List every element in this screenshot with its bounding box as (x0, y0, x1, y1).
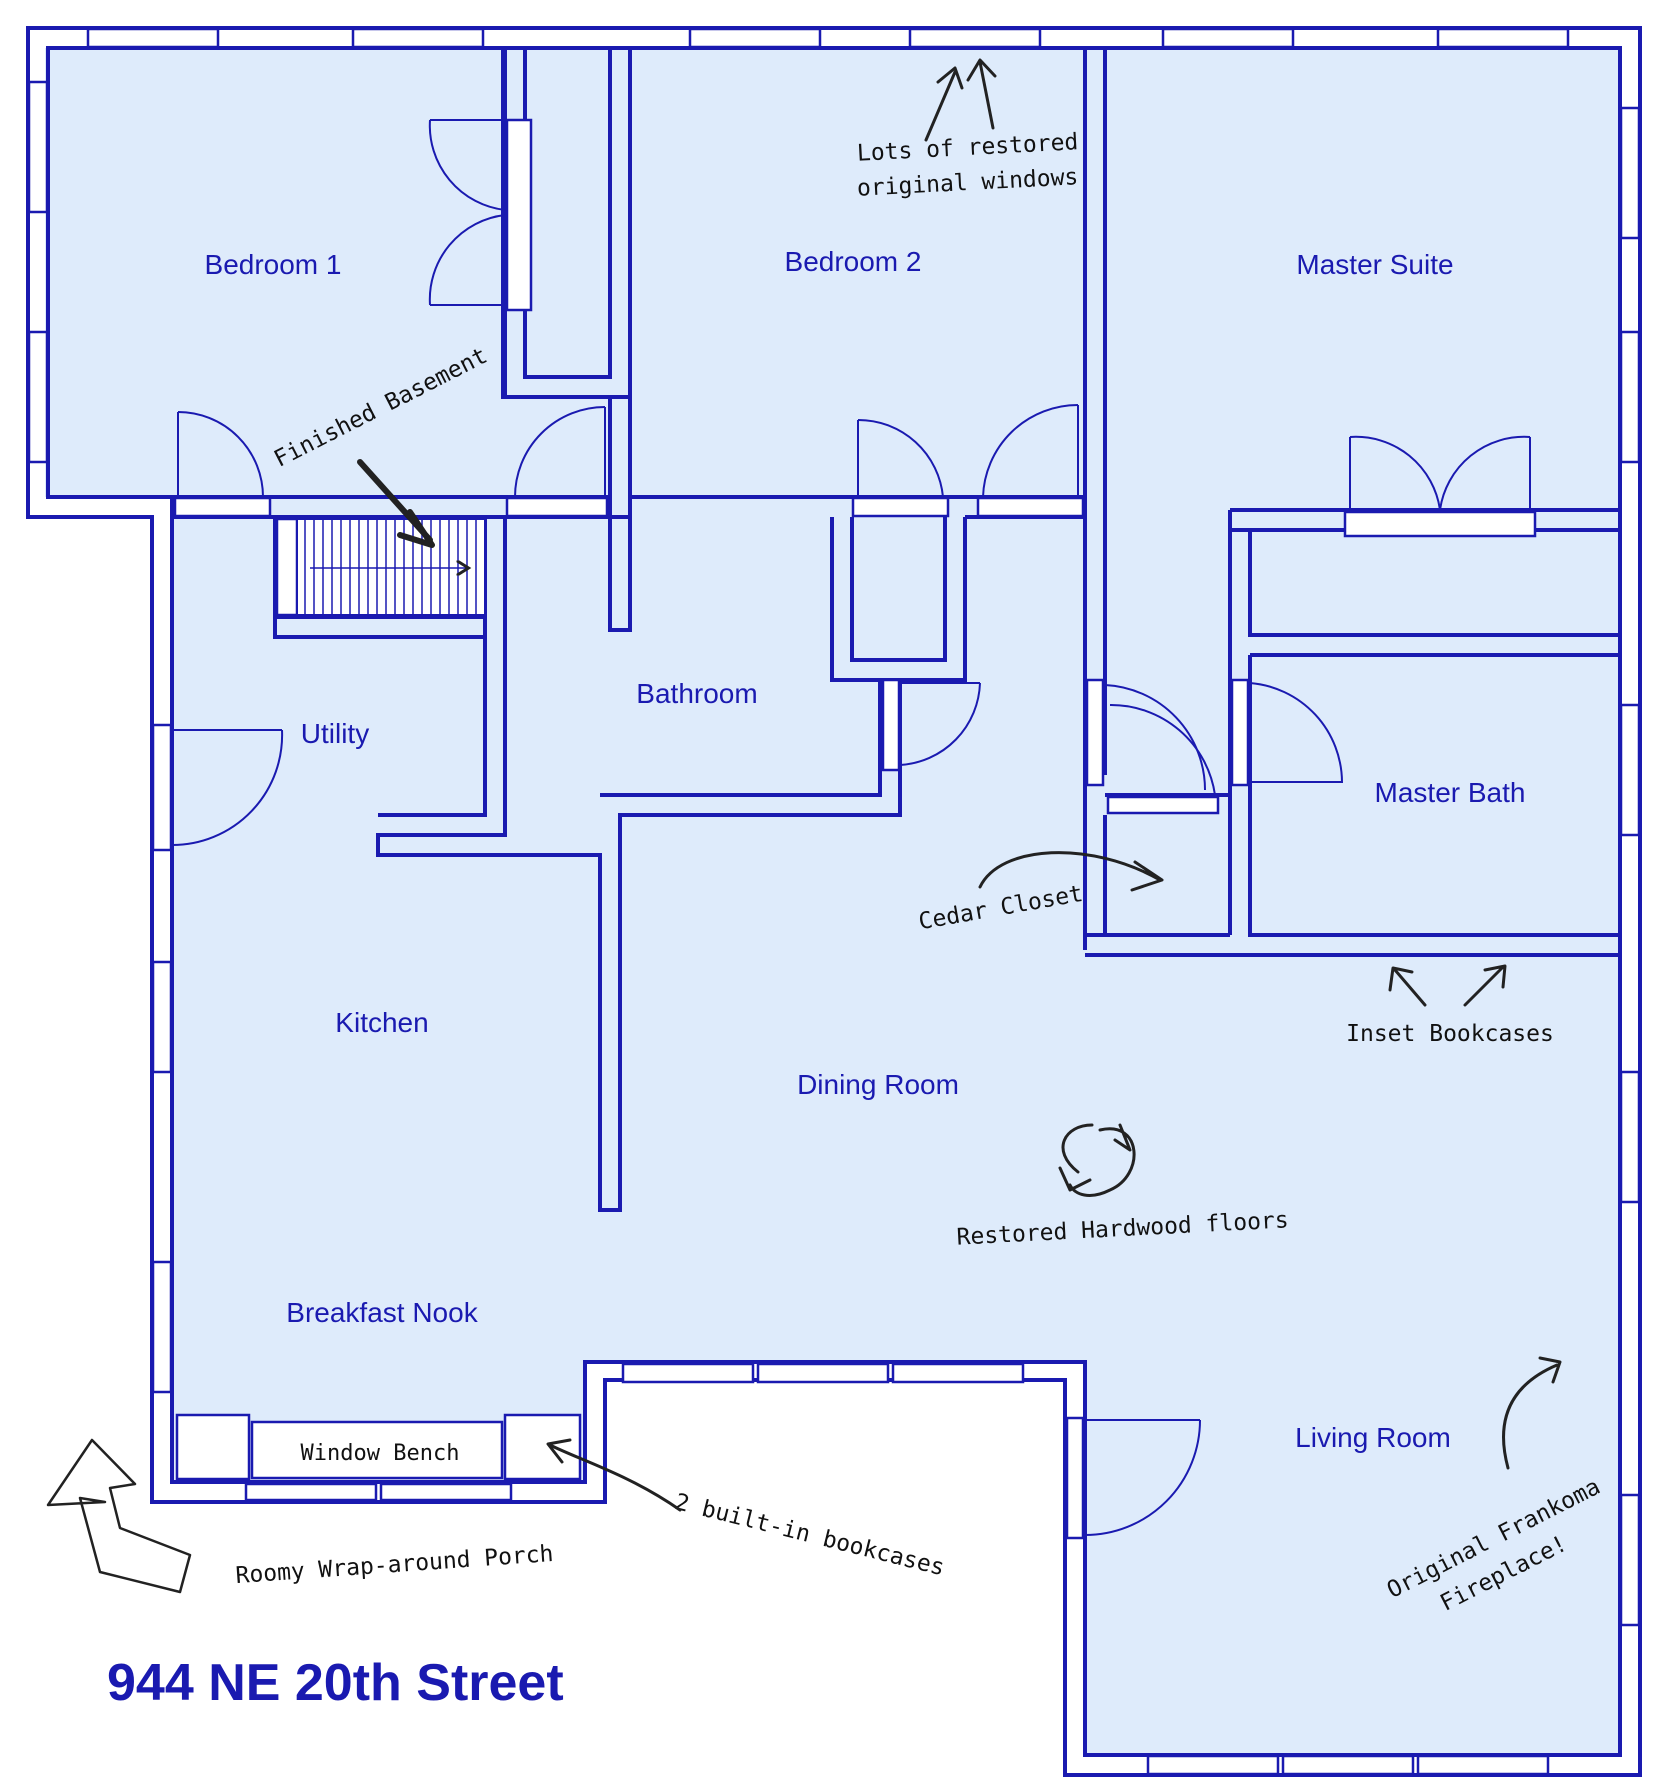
note-built-in-bookcases: 2 built-in bookcases (672, 1489, 947, 1581)
windows (27, 27, 1641, 1776)
room-label-bathroom: Bathroom (636, 678, 757, 709)
porch-arrow-icon (46, 1438, 192, 1594)
room-label-master-suite: Master Suite (1296, 249, 1453, 280)
cedar-closet-arrow (978, 851, 1164, 892)
note-porch: Roomy Wrap-around Porch (235, 1541, 555, 1589)
inset-bookcases-arrow-left (1388, 966, 1427, 1007)
finished-basement-arrow (357, 459, 435, 548)
address-title: 944 NE 20th Street (107, 1654, 564, 1712)
floor-area (45, 48, 1620, 1755)
inset-bookcases-arrow-right (1463, 964, 1507, 1007)
basement-stairs (275, 517, 486, 617)
window-bench-label: Window Bench (301, 1441, 460, 1466)
room-label-bedroom2: Bedroom 2 (785, 246, 922, 277)
built-in-bookcases-arrow (546, 1438, 682, 1512)
room-label-utility: Utility (301, 718, 369, 749)
doors (171, 118, 1537, 1540)
room-label-living-room: Living Room (1295, 1422, 1451, 1453)
room-label-master-bath: Master Bath (1375, 777, 1526, 808)
room-label-bedroom1: Bedroom 1 (205, 249, 342, 280)
room-label-kitchen: Kitchen (335, 1007, 428, 1038)
note-inset-bookcases: Inset Bookcases (1346, 1021, 1554, 1047)
windows-arrow (924, 58, 997, 142)
fireplace-arrow (1502, 1356, 1562, 1470)
room-label-dining-room: Dining Room (797, 1069, 959, 1100)
interior-walls (48, 48, 1620, 1212)
room-label-breakfast-nook: Breakfast Nook (286, 1297, 478, 1328)
hardwood-rotate-icon (1058, 1123, 1136, 1197)
window-bench-fixture (175, 1413, 582, 1481)
